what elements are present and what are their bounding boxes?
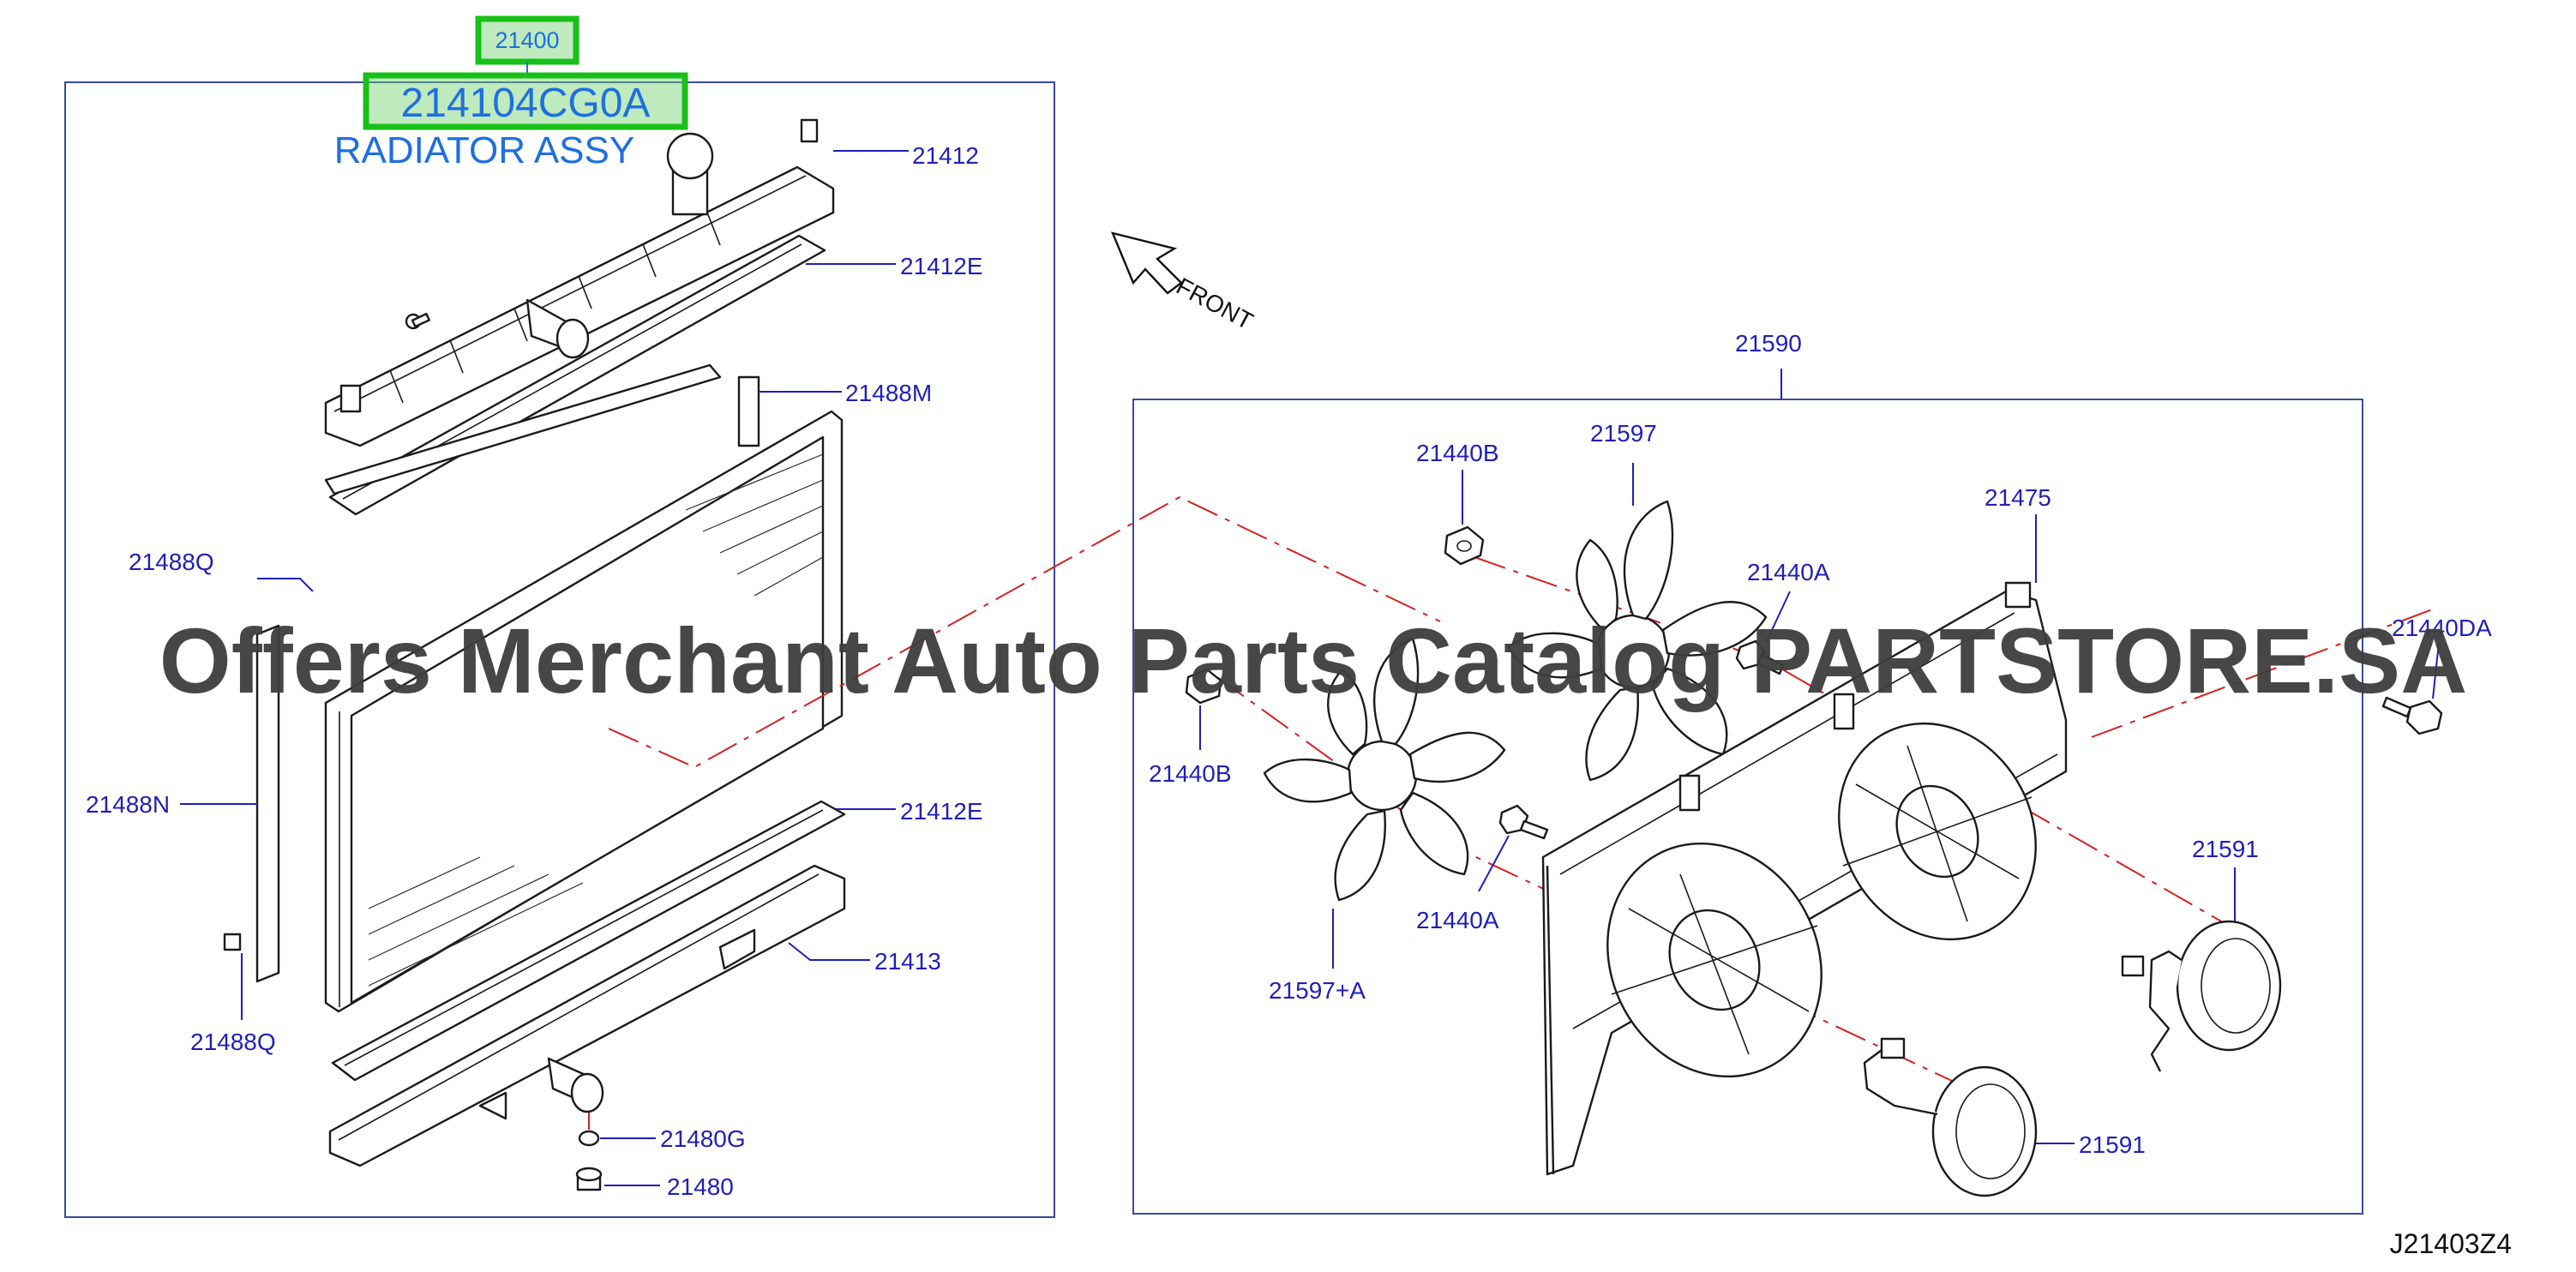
callout-21480G[interactable]: 21480G (660, 1125, 746, 1152)
callout-21590[interactable]: 21590 (1735, 330, 1802, 357)
callout-21440B-top[interactable]: 21440B (1416, 440, 1499, 466)
callout-21440A-bottom[interactable]: 21440A (1416, 907, 1499, 933)
fan-21597[interactable] (1507, 500, 1768, 782)
upper-tank-21412[interactable] (324, 118, 835, 447)
fan-motor-21591-bottom[interactable] (1863, 1037, 2038, 1197)
nut-21440B-left[interactable] (1185, 668, 1222, 705)
callout-21488N[interactable]: 21488N (86, 791, 170, 818)
callout-21597[interactable]: 21597 (1590, 420, 1657, 447)
bolt-21440A-top[interactable] (1735, 639, 1785, 675)
side-strip-21488N[interactable] (255, 624, 280, 983)
callout-21475[interactable]: 21475 (1985, 484, 2051, 511)
callout-21413[interactable]: 21413 (874, 948, 941, 975)
callout-21591-right[interactable]: 21591 (2192, 836, 2259, 862)
seal-21412E-bottom[interactable] (331, 800, 846, 1082)
diagram-code: J21403Z4 (2390, 1228, 2512, 1259)
fan-group-frame (1132, 399, 2363, 1215)
nut-21440B-top[interactable] (1444, 525, 1485, 566)
bracket-strip-21488M[interactable] (324, 363, 760, 495)
alignment-line-b (1474, 556, 2230, 927)
drain-plug-21480[interactable] (575, 1167, 603, 1191)
fan-21597A[interactable] (1263, 637, 1506, 902)
part-number-highlight[interactable] (363, 72, 688, 130)
callout-21488Q-bottom[interactable]: 21488Q (190, 1029, 276, 1055)
alignment-line-d (2091, 608, 2435, 738)
callout-21440A-top[interactable]: 21440A (1747, 559, 1830, 585)
callout-21412E-bottom[interactable]: 21412E (900, 798, 983, 825)
front-label: FRONT (1172, 273, 1258, 335)
callout-21440B-left[interactable]: 21440B (1149, 760, 1232, 787)
callout-21440DA[interactable]: 21440DA (2392, 615, 2492, 641)
front-arrow-icon (1110, 231, 1183, 295)
callout-21412E-top[interactable]: 21412E (900, 253, 983, 279)
fan-shroud-21475[interactable] (1541, 581, 2073, 1176)
part-name: RADIATOR ASSY (334, 129, 634, 171)
bolt-21440DA[interactable] (2381, 696, 2443, 735)
lower-tank-21413[interactable] (328, 864, 846, 1167)
radiator-group-frame (64, 81, 1055, 1218)
fan-motor-21591-right[interactable] (2121, 920, 2282, 1072)
callout-21597A[interactable]: 21597+A (1269, 977, 1366, 1004)
callout-21412[interactable]: 21412 (912, 142, 979, 169)
callout-21480[interactable]: 21480 (667, 1173, 734, 1200)
alignment-line-a (608, 495, 1441, 769)
bolt-21440A-bottom[interactable] (1498, 804, 1549, 840)
part-number[interactable]: 214104CG0A (401, 81, 651, 126)
radiator-core[interactable] (324, 410, 844, 1013)
group-code: 21400 (495, 27, 559, 53)
gasket-21480G[interactable] (578, 1130, 600, 1147)
callout-21488M[interactable]: 21488M (845, 380, 932, 406)
watermark-text: Offers Merchant Auto Parts Catalog PARTS… (159, 609, 2467, 712)
callout-21488Q-top[interactable]: 21488Q (129, 549, 214, 575)
callout-21591-bottom[interactable]: 21591 (2079, 1131, 2146, 1158)
clip-21488Q-bottom[interactable] (223, 933, 242, 951)
